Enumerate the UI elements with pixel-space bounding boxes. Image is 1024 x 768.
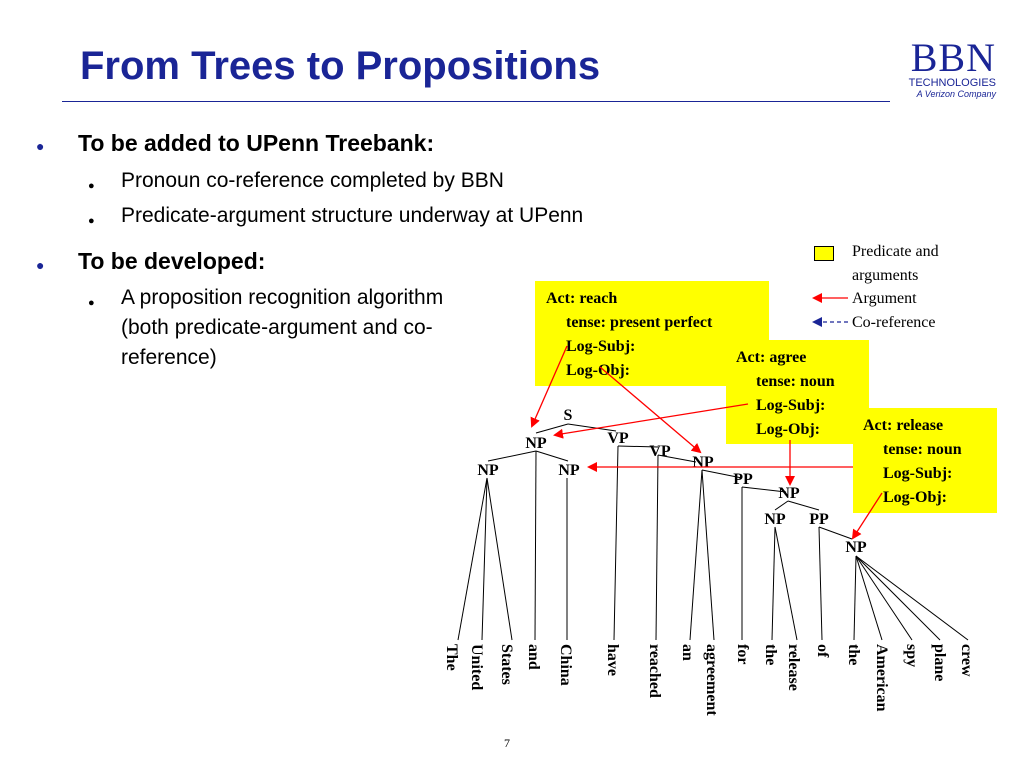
leaf-word: China xyxy=(557,644,574,686)
leaf-word: the xyxy=(762,644,779,665)
logo-main-text: BBN xyxy=(910,35,996,80)
node-PP-of: PP xyxy=(809,511,829,528)
bullet-2: To be developed: xyxy=(78,248,266,274)
sub-bullet-dot-1: ● xyxy=(88,180,95,192)
prop-release-act: Act: release xyxy=(863,417,944,434)
node-NP-release-phrase: NP xyxy=(778,485,800,502)
logo-sub-text: TECHNOLOGIES xyxy=(908,77,996,89)
leaf-word: spy xyxy=(903,644,920,667)
node-NP-the-release: NP xyxy=(764,511,786,528)
legend-argument: Argument xyxy=(852,290,917,307)
leaf-word: have xyxy=(604,644,621,676)
node-NP-crew: NP xyxy=(845,539,867,556)
leaf-word: agreement xyxy=(703,644,720,716)
title-divider xyxy=(62,101,890,102)
sub-bullet-1-1: Pronoun co-reference completed by BBN xyxy=(121,169,504,192)
sub-bullet-dot-3: ● xyxy=(88,297,95,309)
prop-agree-act: Act: agree xyxy=(736,349,807,366)
prop-agree-subj: Log-Subj: xyxy=(756,397,826,414)
node-NP-china: NP xyxy=(558,462,580,479)
argument-arrows xyxy=(530,293,883,540)
prop-reach-tense: tense: present perfect xyxy=(566,314,713,331)
leaf-word: the xyxy=(845,644,862,665)
prop-reach-obj: Log-Obj: xyxy=(566,362,630,379)
node-NP-subject: NP xyxy=(525,435,547,452)
bullet-dot-1: ● xyxy=(36,138,45,154)
leaf-word: The xyxy=(443,644,460,671)
prop-release-obj: Log-Obj: xyxy=(883,489,947,506)
bullet-dot-2: ● xyxy=(36,257,45,273)
leaf-word: for xyxy=(734,644,751,664)
leaf-word: United xyxy=(468,644,485,690)
node-PP-for: PP xyxy=(733,471,753,488)
leaf-word: an xyxy=(679,644,696,661)
node-VP-inner: VP xyxy=(649,443,671,460)
leaf-word: release xyxy=(785,644,802,691)
node-S: S xyxy=(564,407,573,424)
prop-reach-act: Act: reach xyxy=(546,290,618,307)
logo-tagline: A Verizon Company xyxy=(916,89,996,99)
prop-agree-obj: Log-Obj: xyxy=(756,421,820,438)
arrow-reach-subj xyxy=(530,345,568,428)
proposition-agree: Act: agree tense: noun Log-Subj: Log-Obj… xyxy=(726,340,869,444)
tree-edges xyxy=(457,423,969,641)
prop-release-tense: tense: noun xyxy=(883,441,962,458)
arrow-agree-subj xyxy=(553,403,749,439)
legend-highlight-swatch xyxy=(814,246,834,261)
prop-release-subj: Log-Subj: xyxy=(883,465,953,482)
leaf-word: plane xyxy=(931,644,948,681)
arrow-reach-obj xyxy=(599,366,702,454)
sub-bullet-2-1: A proposition recognition algorithm (bot… xyxy=(121,286,444,369)
bbn-logo: BBN TECHNOLOGIES A Verizon Company xyxy=(900,35,1000,100)
leaf-word: and xyxy=(525,644,542,670)
leaf-word: crew xyxy=(958,644,975,677)
legend-predicate: Predicate and arguments xyxy=(852,243,939,284)
slide-title: From Trees to Propositions xyxy=(80,44,601,88)
tree-leaf-words: The United States and China have reached… xyxy=(443,644,975,716)
leaf-word: States xyxy=(498,644,515,685)
prop-reach-subj: Log-Subj: xyxy=(566,338,636,355)
node-VP-outer: VP xyxy=(607,430,629,447)
proposition-release: Act: release tense: noun Log-Subj: Log-O… xyxy=(853,408,997,513)
legend-coreference: Co-reference xyxy=(852,314,936,331)
arrow-release-obj xyxy=(851,492,883,540)
leaf-word: American xyxy=(873,644,890,712)
sub-bullet-dot-2: ● xyxy=(88,215,95,227)
leaf-word: of xyxy=(814,644,831,658)
page-number: 7 xyxy=(504,736,510,750)
sub-bullet-1-2: Predicate-argument structure underway at… xyxy=(121,204,584,227)
leaf-word: reached xyxy=(646,644,663,698)
node-NP-agreement: NP xyxy=(692,454,714,471)
prop-agree-tense: tense: noun xyxy=(756,373,835,390)
bullet-1: To be added to UPenn Treebank: xyxy=(78,130,435,156)
node-NP-united-states: NP xyxy=(477,462,499,479)
